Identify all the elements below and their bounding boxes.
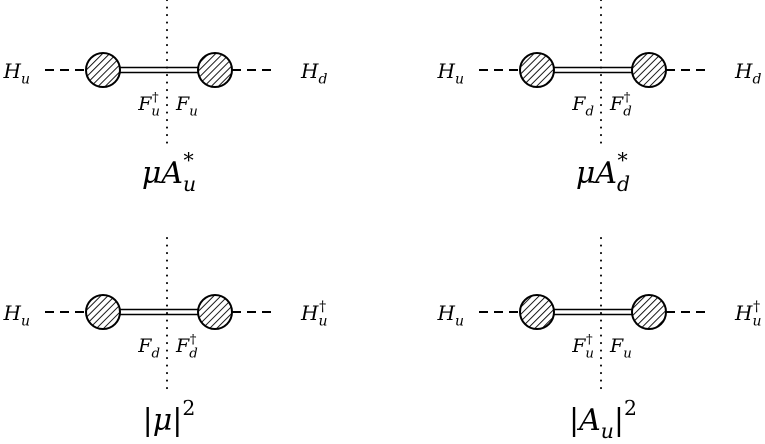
left-field-label: Hu [437,301,464,330]
right-hatched-vertex [631,294,667,330]
right-hatched-vertex [631,52,667,88]
cut-right-label: Fu [609,335,632,361]
right-hatched-vertex [197,52,233,88]
left-field-label: Hu [3,59,30,88]
cut-left-label: Fu† [137,91,160,120]
cut-left-label: Fu† [571,333,594,362]
left-field-label: Hu [437,59,464,88]
left-hatched-vertex [519,52,555,88]
left-hatched-vertex [519,294,555,330]
left-field-label: Hu [3,301,30,330]
feynman-diagram: Hu Hu† Fd Fd† |μ|2 [3,237,327,438]
left-hatched-vertex [85,52,121,88]
cut-left-label: Fd [571,93,594,119]
right-field-label: Hu† [300,299,327,329]
left-hatched-vertex [85,294,121,330]
cut-right-label: Fd† [609,91,632,120]
diagram-caption: μAu* [142,148,196,195]
right-field-label: Hd [734,59,761,88]
cut-right-label: Fd† [175,333,198,362]
diagram-caption: |Au|2 [569,396,637,443]
diagram-caption: μAd* [576,148,630,195]
cut-left-label: Fd [137,335,160,361]
right-field-label: Hu† [734,299,761,329]
diagram-caption: |μ|2 [143,396,196,438]
right-field-label: Hd [300,59,327,88]
cut-right-label: Fu [175,93,198,119]
right-hatched-vertex [197,294,233,330]
feynman-diagram: Hu Hu† Fu† Fu |Au|2 [437,237,761,443]
